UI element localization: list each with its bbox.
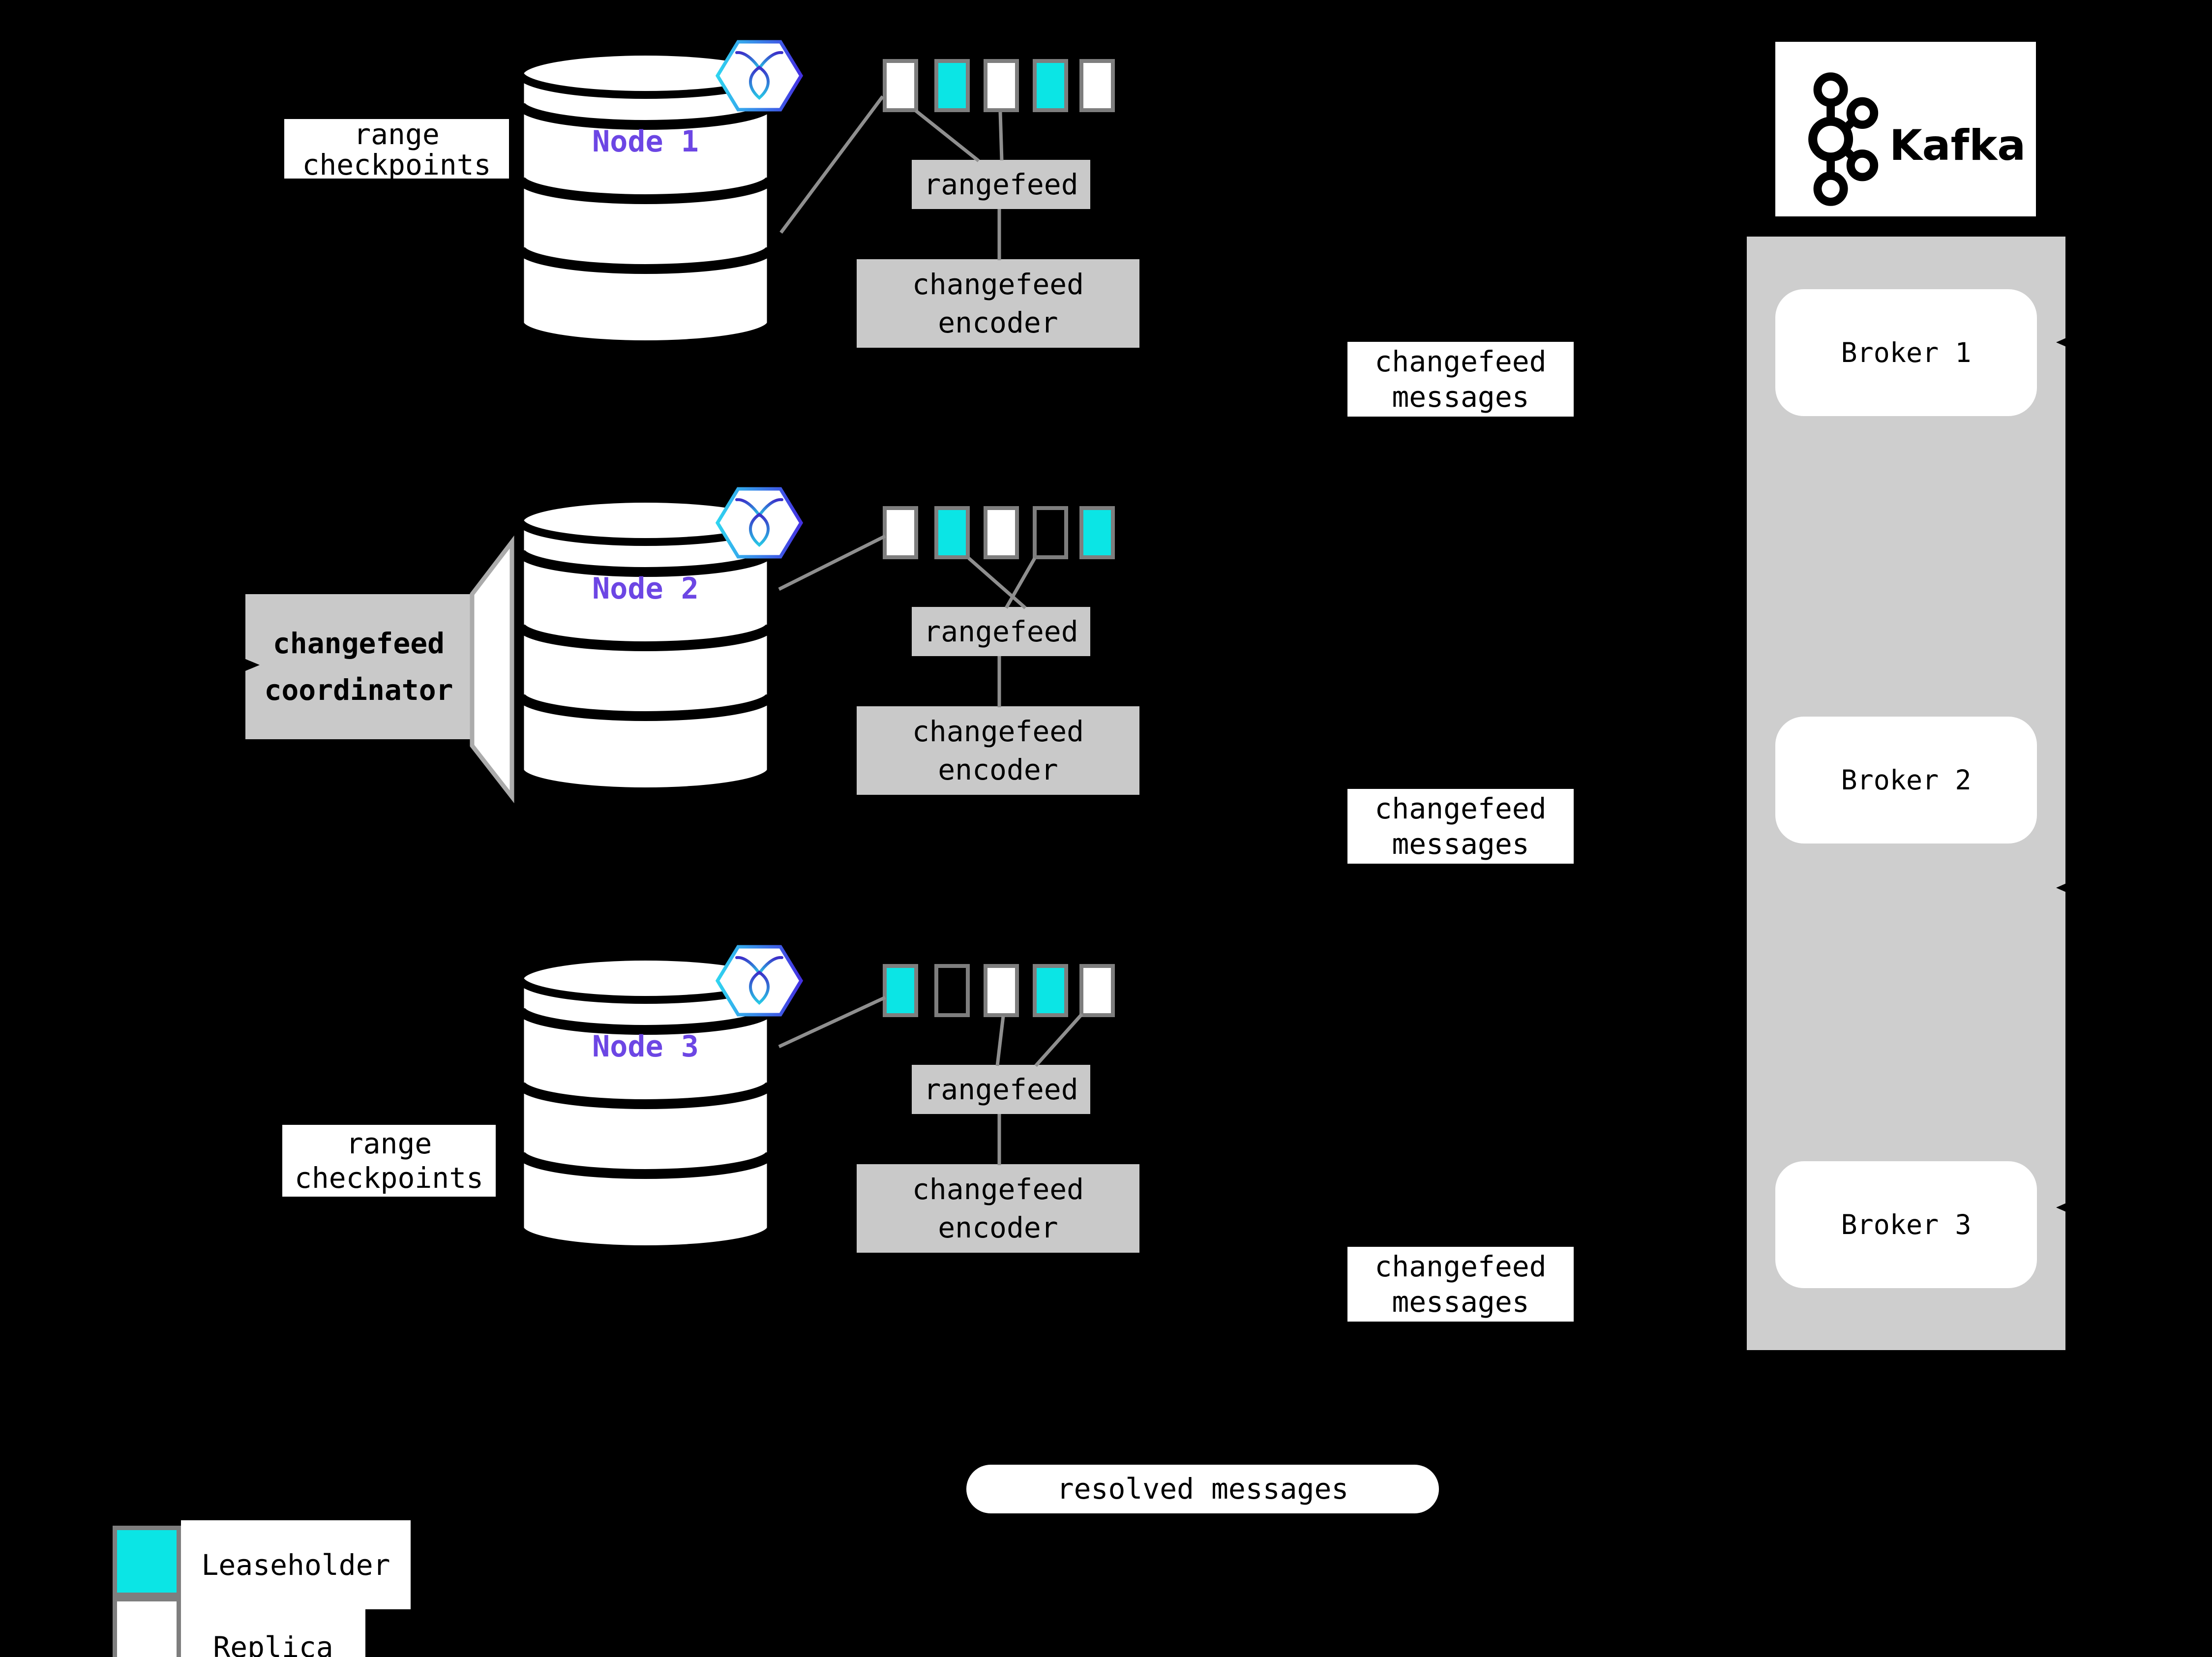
range-rect — [934, 964, 970, 1017]
range-rect — [1079, 964, 1115, 1017]
cockroachdb-icon — [715, 40, 804, 112]
range-rect — [984, 59, 1019, 112]
broker-label: Broker 1 — [1841, 337, 1972, 368]
kafka-logo-box: Kafka — [1775, 42, 2036, 216]
legend-leaseholder-swatch — [113, 1526, 181, 1597]
range-rect — [1079, 506, 1115, 559]
changefeed-encoder-box: changefeed encoder — [857, 706, 1139, 795]
range-rect — [1033, 59, 1068, 112]
database-cylinder — [515, 953, 776, 1253]
cockroachdb-icon — [715, 945, 804, 1017]
range-rect — [1079, 59, 1115, 112]
node-name: Node 2 — [592, 572, 699, 606]
node-name: Node 3 — [592, 1029, 699, 1064]
changefeed-encoder-box: changefeed encoder — [857, 259, 1139, 348]
kafka-broker-2: Broker 2 — [1775, 717, 2037, 844]
range-rect — [883, 964, 918, 1017]
changefeed-coordinator-box: changefeed coordinator — [245, 594, 472, 739]
cockroachdb-icon — [715, 487, 804, 559]
legend-replica-swatch — [113, 1597, 181, 1657]
changefeed-messages-label: changefeed messages — [1347, 789, 1574, 864]
range-rect — [1033, 964, 1068, 1017]
range-rect — [1033, 506, 1068, 559]
legend-replica-label: Replica — [181, 1609, 365, 1657]
database-cylinder — [515, 495, 776, 795]
range-rect — [883, 506, 918, 559]
range-checkpoints-label-bottom: range checkpoints — [282, 1125, 496, 1197]
range-rect — [984, 964, 1019, 1017]
rangefeed-box: rangefeed — [912, 160, 1090, 209]
kafka-wordmark: Kafka — [1889, 121, 2026, 170]
broker-label: Broker 3 — [1841, 1209, 1972, 1240]
kafka-cluster-panel: Broker 1 Broker 2 Broker 3 — [1747, 237, 2065, 1350]
changefeed-encoder-box: changefeed encoder — [857, 1164, 1139, 1253]
range-rect — [883, 59, 918, 112]
changefeed-messages-label: changefeed messages — [1347, 342, 1574, 417]
node-name: Node 1 — [592, 124, 699, 159]
rangefeed-box: rangefeed — [912, 607, 1090, 656]
range-rect — [934, 59, 970, 112]
resolved-messages-pill: resolved messages — [966, 1465, 1439, 1513]
range-rect — [934, 506, 970, 559]
range-checkpoints-label-top: range checkpoints — [284, 119, 509, 179]
range-rect — [984, 506, 1019, 559]
broker-label: Broker 2 — [1841, 764, 1972, 796]
database-cylinder — [515, 48, 776, 348]
kafka-broker-1: Broker 1 — [1775, 289, 2037, 416]
changefeed-messages-label: changefeed messages — [1347, 1247, 1574, 1322]
kafka-broker-3: Broker 3 — [1775, 1161, 2037, 1288]
kafka-logo-icon — [1808, 72, 1879, 206]
rangefeed-box: rangefeed — [912, 1065, 1090, 1114]
coordinator-flag-shape — [470, 535, 514, 804]
legend-leaseholder-label: Leaseholder — [181, 1520, 411, 1609]
